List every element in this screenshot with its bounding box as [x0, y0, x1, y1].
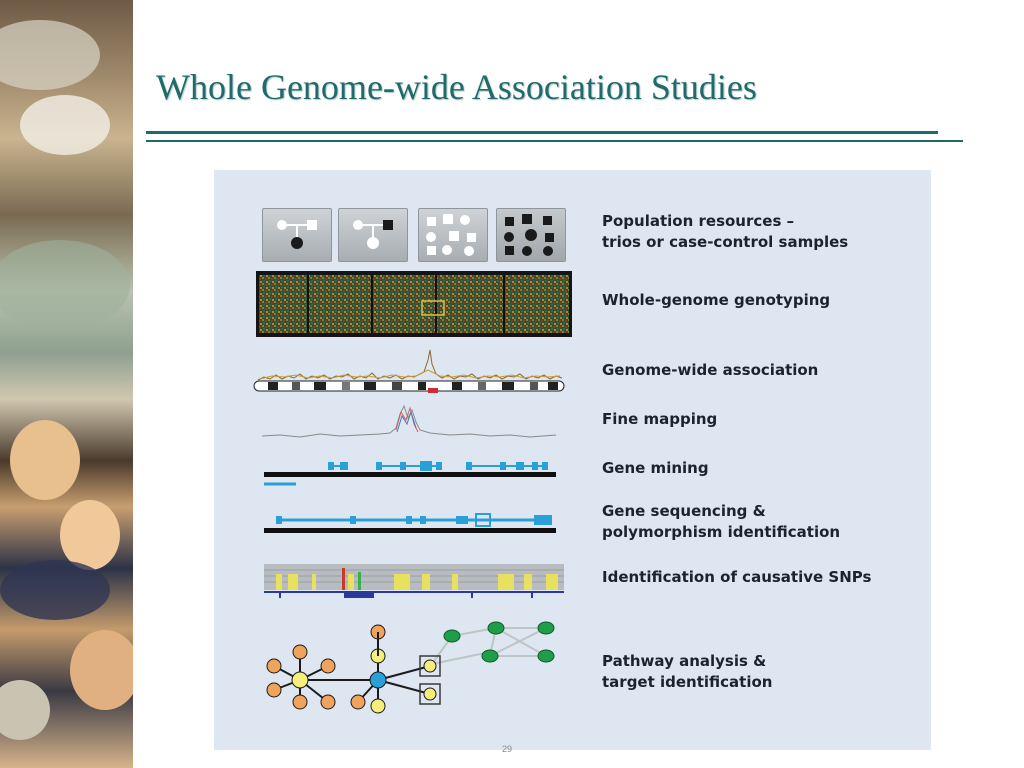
- pedigree-icon: [277, 220, 317, 249]
- step-label-gene-sequencing: Gene sequencing &polymorphism identifica…: [602, 502, 841, 541]
- snp-identification-track: [264, 564, 564, 598]
- trio-pedigree-tile: [262, 208, 332, 262]
- step-label-association: Genome-wide association: [602, 361, 819, 379]
- gene-sequencing-track: [264, 513, 556, 533]
- genotyping-chip-image: [256, 271, 572, 337]
- step-label-causative-snps: Identification of causative SNPs: [602, 568, 872, 586]
- step-label-pathway-analysis: Pathway analysis &target identification: [602, 652, 773, 691]
- title-divider-bottom: [146, 140, 963, 142]
- step-label-population: Population resources –trios or case-cont…: [602, 212, 849, 251]
- manhattan-plot-image: [253, 349, 565, 393]
- step-label-gene-mining: Gene mining: [602, 459, 709, 477]
- background-photo-collage: [0, 0, 133, 768]
- case-samples-tile: [496, 208, 566, 262]
- gene-mining-track: [264, 461, 556, 486]
- control-samples-icon: [426, 214, 476, 256]
- step-label-genotyping: Whole-genome genotyping: [602, 291, 831, 309]
- case-samples-icon: [504, 214, 554, 256]
- pedigree-icon: [353, 220, 393, 249]
- gwas-workflow-diagram: Population resources –trios or case-cont…: [214, 170, 931, 750]
- step-label-fine-mapping: Fine mapping: [602, 410, 718, 428]
- trio-pedigree-tile-2: [338, 208, 408, 262]
- pathway-network-graph: [266, 621, 555, 714]
- title-divider-top: [146, 131, 938, 134]
- control-samples-tile: [418, 208, 488, 262]
- page-title: Whole Genome-wide Association Studies: [156, 67, 757, 107]
- page-number: 29: [502, 744, 513, 754]
- fine-mapping-plot: [261, 404, 557, 438]
